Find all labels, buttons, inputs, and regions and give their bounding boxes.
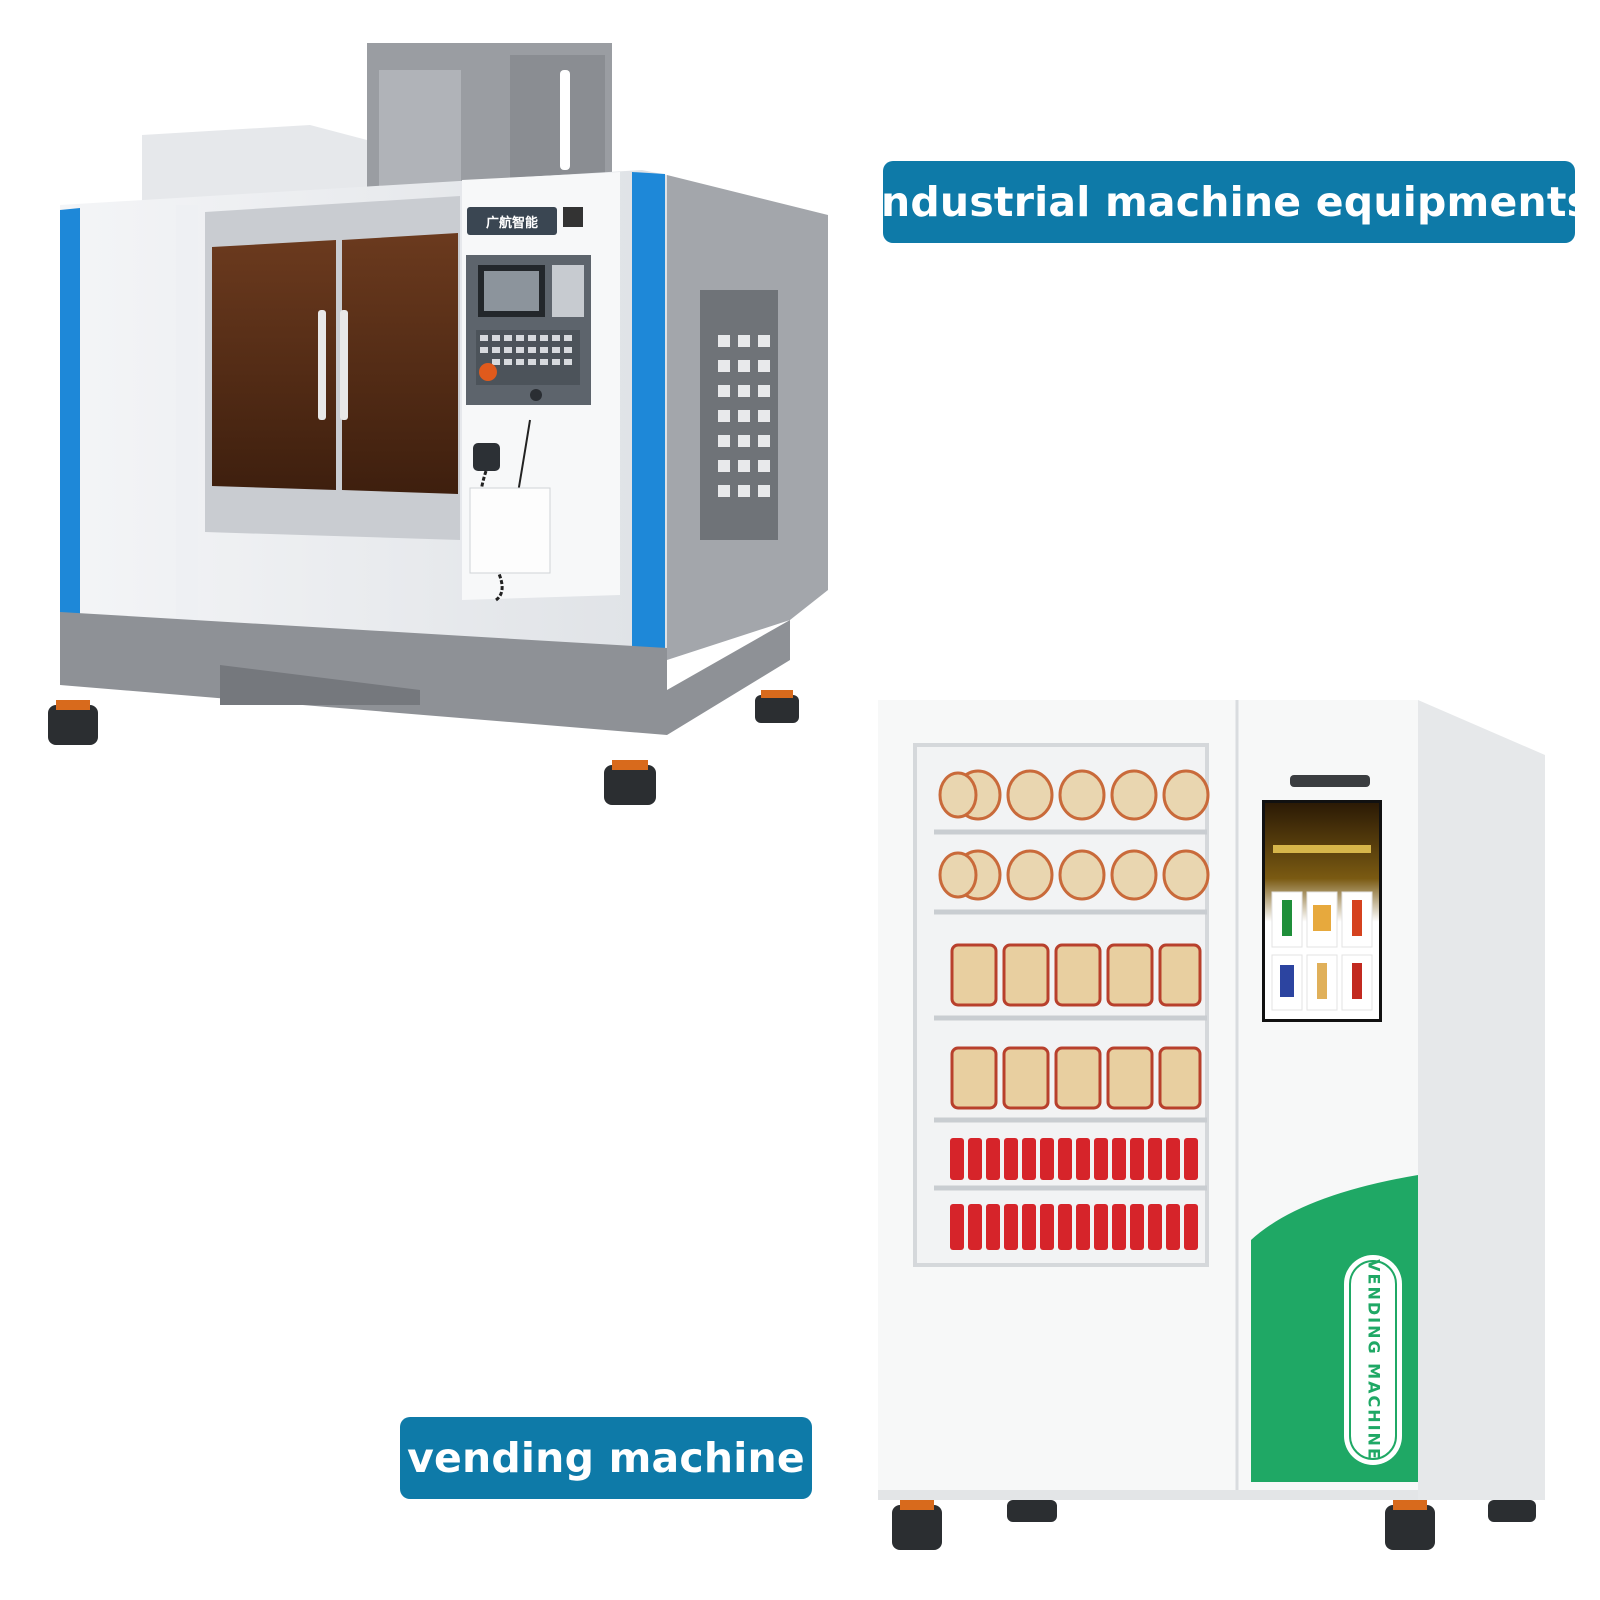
vending-machine-label: vending machine — [400, 1417, 812, 1499]
emergency-stop-button[interactable] — [479, 363, 497, 381]
cnc-caster-wheels — [48, 690, 799, 805]
cnc-blue-trim-left — [60, 208, 80, 618]
cnc-door-handle-right[interactable] — [340, 310, 348, 420]
cnc-keypad[interactable] — [552, 265, 584, 317]
cnc-window-right — [342, 233, 458, 494]
industrial-machine-label: industrial machine equipments — [867, 161, 1591, 243]
touchscreen-product-grid[interactable] — [1271, 891, 1373, 1011]
cnc-door-handle-left[interactable] — [318, 310, 326, 420]
vending-side-panel — [1418, 700, 1545, 1500]
vending-side-text: VENDING MACHINE — [1365, 1259, 1384, 1461]
cnc-logo-text: 广航智能 — [486, 215, 538, 231]
cnc-blue-trim-right — [632, 172, 665, 662]
qr-code-icon — [563, 207, 583, 227]
cnc-base — [60, 612, 790, 735]
cnc-logo-badge — [467, 207, 557, 235]
vending-caster-wheels — [892, 1500, 1536, 1550]
card-reader-slot[interactable] — [1290, 775, 1370, 787]
vending-machine: VENDING MACHINE — [878, 700, 1545, 1550]
vending-brand-pill — [1344, 1255, 1402, 1465]
cnc-window-left — [212, 240, 336, 490]
cnc-machine: 广航智能 — [48, 43, 828, 805]
cnc-handwheel-pendant[interactable] — [473, 443, 500, 471]
vending-shelves — [934, 769, 1210, 1250]
